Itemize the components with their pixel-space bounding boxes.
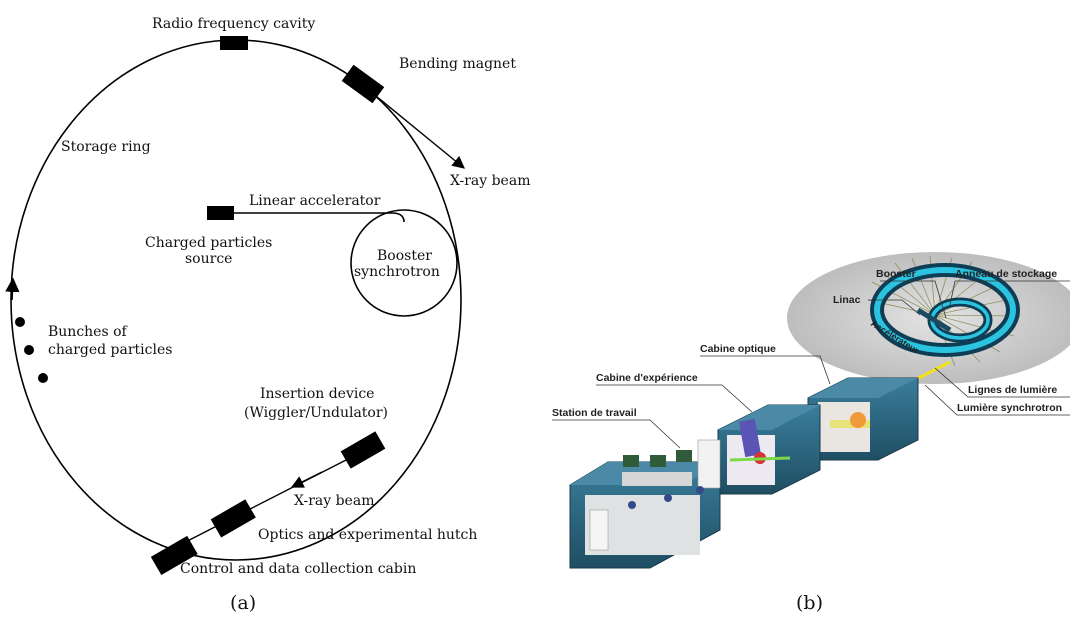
label-rf-cavity: Radio frequency cavity [152,16,315,32]
label-control-cabin: Control and data collection cabin [180,561,416,577]
leader-lines [552,280,1070,449]
xray-beam-arrow-2 [290,471,323,488]
storage-ring-3d-glow [874,267,1016,353]
control-cabin-block [150,535,198,576]
label-storage-ring: Storage ring [61,139,151,155]
rf-cavity-block [220,36,248,50]
particle-bunch [24,345,34,355]
label-station-travail: Station de travail [552,407,637,419]
linac-3d [916,307,952,333]
label-optics-hutch: Optics and experimental hutch [258,527,477,543]
insertion-device-block [340,431,386,469]
label-booster-line1: Booster [377,248,432,264]
label-bunches-line2: charged particles [48,342,172,358]
label-bending-magnet: Bending magnet [399,56,516,72]
storage-ring [10,39,462,561]
label-insertion-line2: (Wiggler/Undulator) [244,405,388,421]
xray-beam-arrow-1 [375,95,465,169]
panel-b-illustration: Booster Anneau de stockage Linac Accélér… [552,252,1070,614]
label-insertion-line1: Insertion device [260,386,374,402]
label-cabine-optique: Cabine optique [700,343,776,355]
label-booster-line2: synchrotron [354,264,440,280]
label-linac: Linac [833,294,861,306]
particle-bunch [38,373,48,383]
label-xray-beam-1: X-ray beam [450,173,530,189]
booster-ring [350,209,458,317]
particle-bunch [15,317,25,327]
label-source-line2: source [185,251,232,267]
beamline-buildings [569,377,919,569]
bending-magnet-block [341,64,385,104]
circulation-arrow [5,277,20,301]
caption-b: (b) [796,592,823,614]
linac-to-booster-curve [391,212,405,223]
label-cabine-experience: Cabine d'expérience [596,372,698,384]
optics-hutch-block [210,499,256,538]
label-lignes-lumiere: Lignes de lumière [968,384,1057,396]
label-anneau: Anneau de stockage [955,268,1057,280]
label-linear-accelerator: Linear accelerator [249,193,381,209]
particle-source-block [207,206,234,220]
caption-a: (a) [230,592,256,614]
label-booster: Booster [876,268,916,280]
label-bunches-line1: Bunches of [48,324,129,340]
label-xray-beam-2: X-ray beam [294,493,374,509]
panel-a-schematic: Radio frequency cavity Bending magnet St… [5,16,530,614]
label-lumiere-synchrotron: Lumière synchrotron [957,402,1062,414]
label-source-line1: Charged particles [145,235,272,251]
